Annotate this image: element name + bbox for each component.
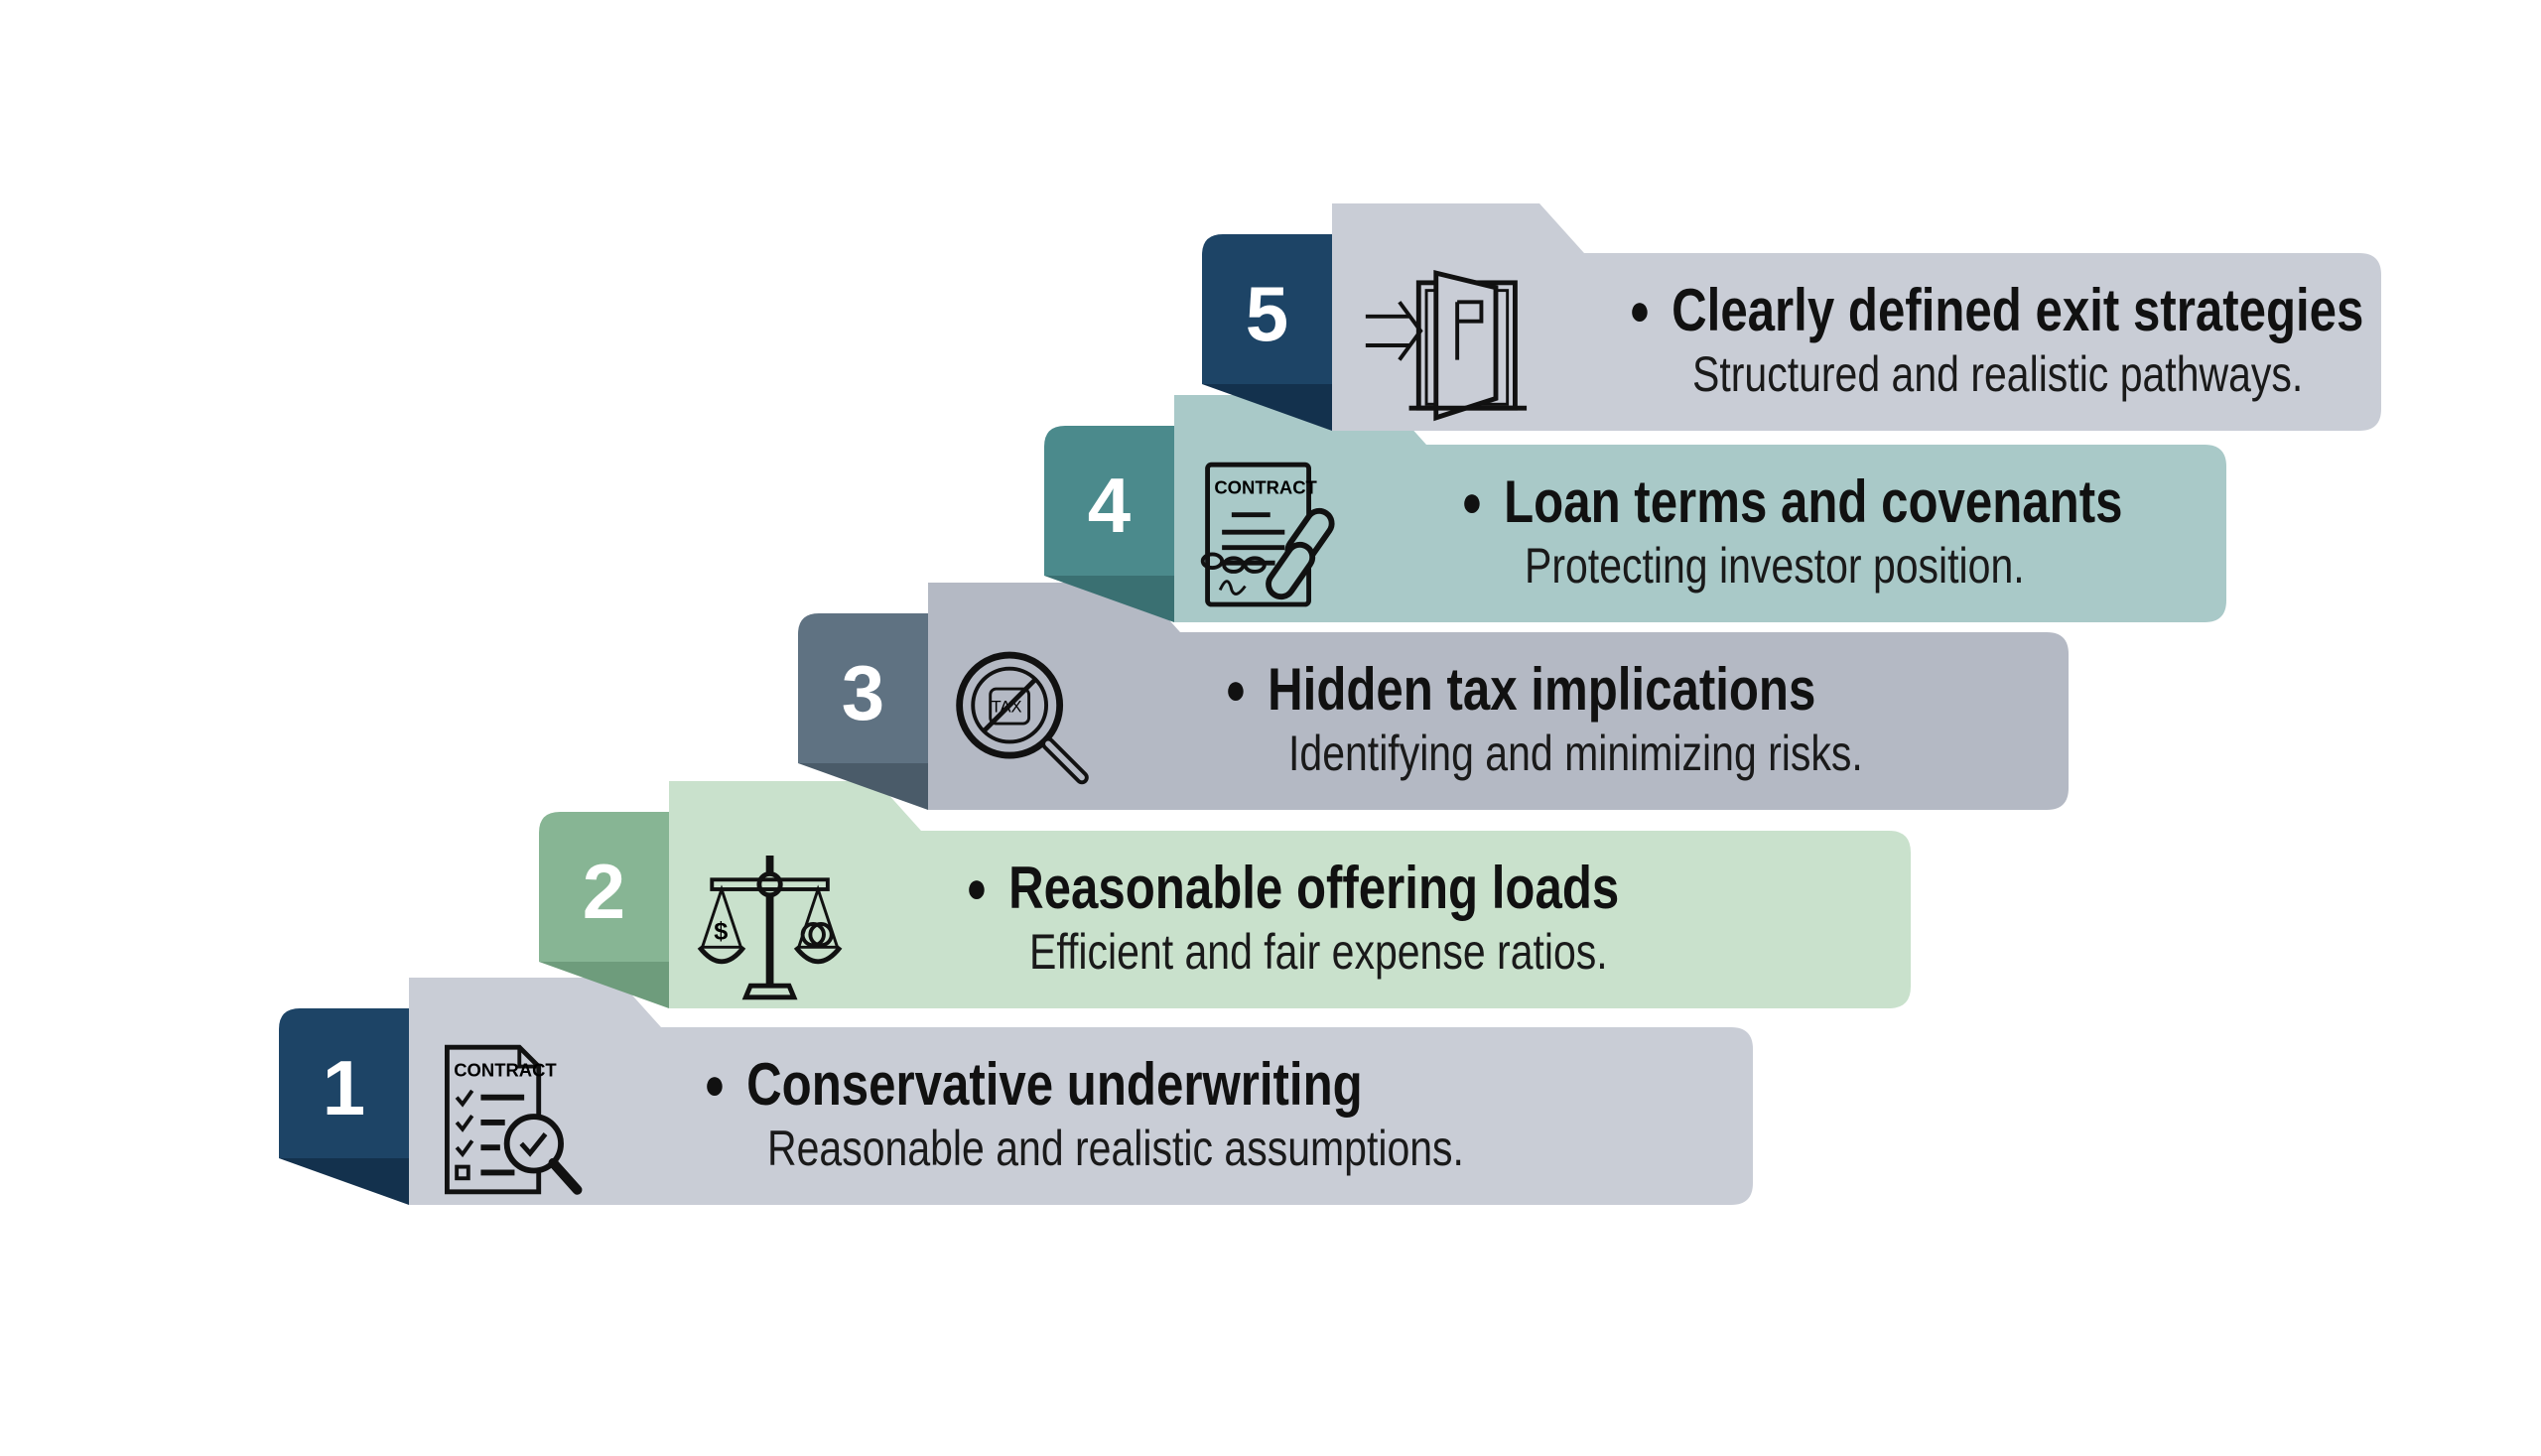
number-box [279, 1008, 409, 1158]
fold-triangle [1044, 576, 1174, 622]
number-box [1044, 426, 1174, 576]
step-shape [1044, 395, 2226, 622]
bullet: ● [1461, 477, 1483, 526]
step-panel [928, 583, 2069, 810]
step-number: 1 [322, 1044, 366, 1131]
step-number: 5 [1245, 270, 1289, 357]
step-subtitle: Efficient and fair expense ratios. [1029, 924, 1608, 980]
bullet: ● [704, 1060, 726, 1109]
step-2: 2 $ ● Reasonable offering loads Efficient… [539, 781, 1911, 1009]
step-text: ● Reasonable offering loads Efficient and… [966, 856, 1763, 983]
step-shape [1202, 203, 2381, 431]
icon-label: CONTRACT [454, 1059, 557, 1080]
step-text: ● Conservative underwriting Reasonable an… [704, 1052, 1617, 1179]
step-3: 3 TAX ● Hidden tax implications Identifyi… [798, 583, 2069, 811]
bullet: ● [966, 863, 988, 912]
fold-triangle [279, 1158, 409, 1205]
step-title: Reasonable offering loads [1008, 855, 1620, 921]
step-number: 4 [1087, 462, 1132, 549]
balance-scale-icon: $ [697, 856, 843, 1000]
step-subtitle: Identifying and minimizing risks. [1288, 726, 1863, 781]
step-text: ● Clearly defined exit strategies Structu… [1629, 278, 2525, 405]
step-subtitle: Structured and realistic pathways. [1692, 346, 2304, 402]
step-panel [1174, 395, 2226, 622]
step-shape [798, 583, 2069, 810]
step-shape [279, 978, 1753, 1205]
step-title: Clearly defined exit strategies [1672, 277, 2364, 343]
contract-chain-icon: CONTRACT [1200, 462, 1335, 607]
number-box [798, 613, 928, 763]
number-box [1202, 234, 1332, 384]
step-panel [409, 978, 1753, 1205]
step-1: 1 CONTRACT ● Conservative underwriting Re… [279, 978, 1753, 1206]
step-text: ● Hidden tax implications Identifying and… [1225, 657, 1989, 784]
step-text: ● Loan terms and covenants Protecting inv… [1461, 469, 2268, 596]
step-number: 3 [841, 649, 885, 736]
step-subtitle: Reasonable and realistic assumptions. [767, 1121, 1464, 1176]
contract-magnifier-icon: CONTRACT [445, 1044, 583, 1195]
fold-triangle [798, 763, 928, 810]
number-box [539, 812, 669, 962]
step-panel [1332, 203, 2381, 431]
tax-magnifier-icon: TAX [956, 651, 1089, 785]
bullet: ● [1629, 286, 1651, 334]
fold-triangle [1202, 384, 1332, 431]
step-subtitle: Protecting investor position. [1525, 538, 2025, 594]
bullet: ● [1225, 665, 1247, 714]
step-number: 2 [582, 848, 626, 935]
step-4: 4 CONTRACT ● Loan terms and covenants Pro… [1044, 395, 2226, 623]
step-5: 5 ● Clearly defined exit strategies Struc… [1202, 203, 2381, 432]
step-title: Hidden tax implications [1268, 656, 1816, 723]
fold-triangle [539, 962, 669, 1008]
exit-door-icon [1365, 270, 1528, 422]
step-title: Loan terms and covenants [1504, 468, 2123, 535]
step-panel [669, 781, 1911, 1008]
icon-label: CONTRACT [1214, 476, 1317, 497]
step-shape [539, 781, 1911, 1008]
step-title: Conservative underwriting [746, 1051, 1363, 1118]
icon-label: $ [714, 918, 728, 946]
